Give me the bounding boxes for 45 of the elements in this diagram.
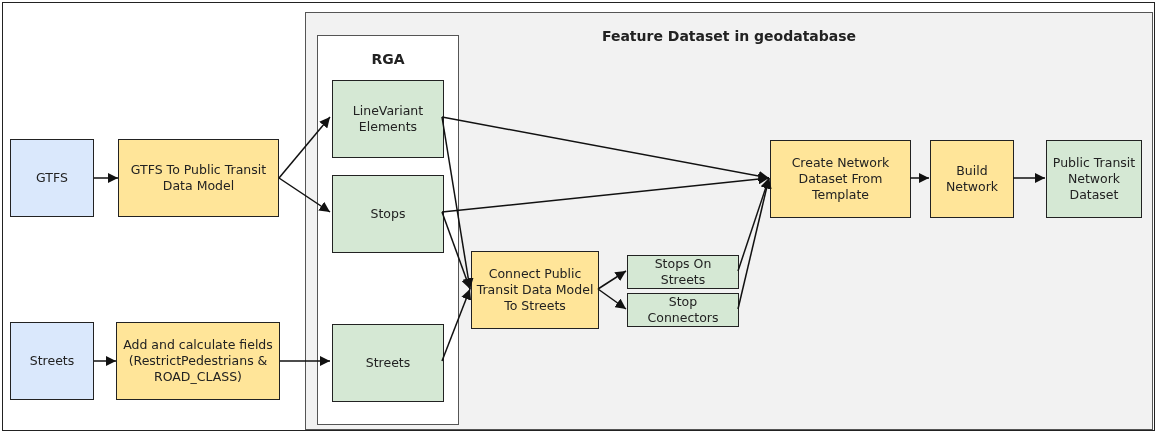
process-box [930, 140, 1014, 218]
arrow [441, 288, 472, 362]
dataset-box [332, 324, 444, 402]
dataset-box [627, 293, 739, 327]
node-label: Add and calculate fields (RestrictPedestrians & ROAD_CLASS) [122, 336, 274, 386]
source-box [10, 322, 94, 400]
node-label: GTFS To Public Transit Data Model [129, 161, 268, 195]
node-label: Streets [29, 352, 75, 370]
arrow [278, 116, 331, 179]
arrow [441, 211, 472, 290]
arrow [93, 355, 117, 367]
node-label: Public Transit Network Dataset [1051, 154, 1137, 204]
dataset-box [332, 80, 444, 158]
node-label: Stop Connectors [646, 293, 720, 327]
arrow [441, 173, 770, 213]
dataset-box [1046, 140, 1142, 218]
arrow [1012, 172, 1046, 184]
group-title: RGA [371, 50, 405, 69]
arrow [278, 177, 331, 213]
group-panel [317, 35, 459, 425]
node-label: Build Network [944, 162, 1000, 196]
node-label: Connect Public Transit Data Model To Streets [476, 265, 594, 315]
arrow [279, 355, 331, 367]
node-label: GTFS [36, 169, 68, 187]
dataset-box [332, 175, 444, 253]
arrow [909, 172, 930, 184]
process-box [471, 251, 599, 329]
source-box [10, 139, 94, 217]
container-panel [305, 12, 1153, 430]
node-label: Stops On Streets [653, 255, 713, 289]
node-label: Streets [365, 354, 411, 372]
arrow [441, 116, 474, 290]
process-box [770, 140, 911, 218]
process-box [116, 322, 280, 400]
group-title: Feature Dataset in geodatabase [601, 27, 857, 46]
arrow [441, 116, 770, 182]
node-label: Create Network Dataset From Template [790, 154, 891, 204]
node-label: Stops [370, 205, 406, 223]
node-label: LineVariant Elements [351, 102, 425, 136]
arrow [597, 288, 627, 310]
dataset-box [627, 255, 739, 289]
process-box [118, 139, 279, 217]
arrow [93, 172, 119, 184]
arrow [737, 177, 772, 310]
arrow [597, 270, 627, 290]
